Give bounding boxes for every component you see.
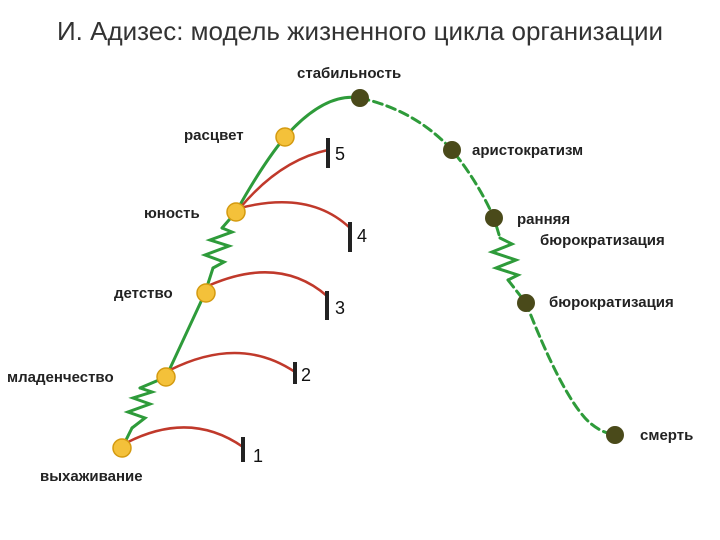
stage-dot-rastsvet [275,127,295,147]
label-smert: смерть [640,427,693,444]
stage-dot-vykhazhivanie [112,438,132,458]
curve-segment-4 [358,96,502,240]
stage-dot-rannyaya [485,209,503,227]
spring-segment-3 [487,236,522,282]
label-rannyaya-2: бюрократизация [540,232,665,249]
growth-curve [120,95,362,450]
label-stabilnost: стабильность [297,65,401,82]
curve-segment-5 [506,278,617,437]
trap-number-3: 3 [335,298,345,318]
trap-number-2: 2 [301,365,311,385]
stage-dot-detstvo [196,283,216,303]
label-rastsvet: расцвет [184,127,244,144]
label-aristokratizm: аристократизм [472,142,583,159]
stage-dot-smert [606,426,624,444]
trap-arc-2 [169,351,296,374]
label-mladenchestvo: младенчество [7,369,114,386]
trap-arc-3 [209,271,328,297]
stage-dot-stabilnost [351,89,369,107]
traps [125,138,352,462]
label-byurokratizatsiya: бюрократизация [549,294,674,311]
label-detstvo: детство [114,285,173,302]
decline-dots [351,89,624,444]
trap-arc-4 [239,200,351,229]
spring-segment-1 [123,386,157,430]
stage-dot-aristokratizm [443,141,461,159]
spring-segment-2 [200,226,237,270]
stage-dot-byurokratizatsiya [517,294,535,312]
label-rannyaya-1: ранняя [517,211,570,228]
trap-number-4: 4 [357,226,367,246]
trap-arc-1 [125,426,244,449]
curve-segment-2 [138,266,215,390]
trap-arc-5 [239,148,329,209]
trap-number-5: 5 [335,144,345,164]
trap-number-1: 1 [253,446,263,466]
stage-dot-mladenchestvo [156,367,176,387]
stage-dot-yunost [226,202,246,222]
label-yunost: юность [144,205,200,222]
label-vykhazhivanie: выхаживание [40,468,143,485]
diagram-title: И. Адизес: модель жизненного цикла орган… [56,16,664,46]
growth-dots [112,127,295,458]
